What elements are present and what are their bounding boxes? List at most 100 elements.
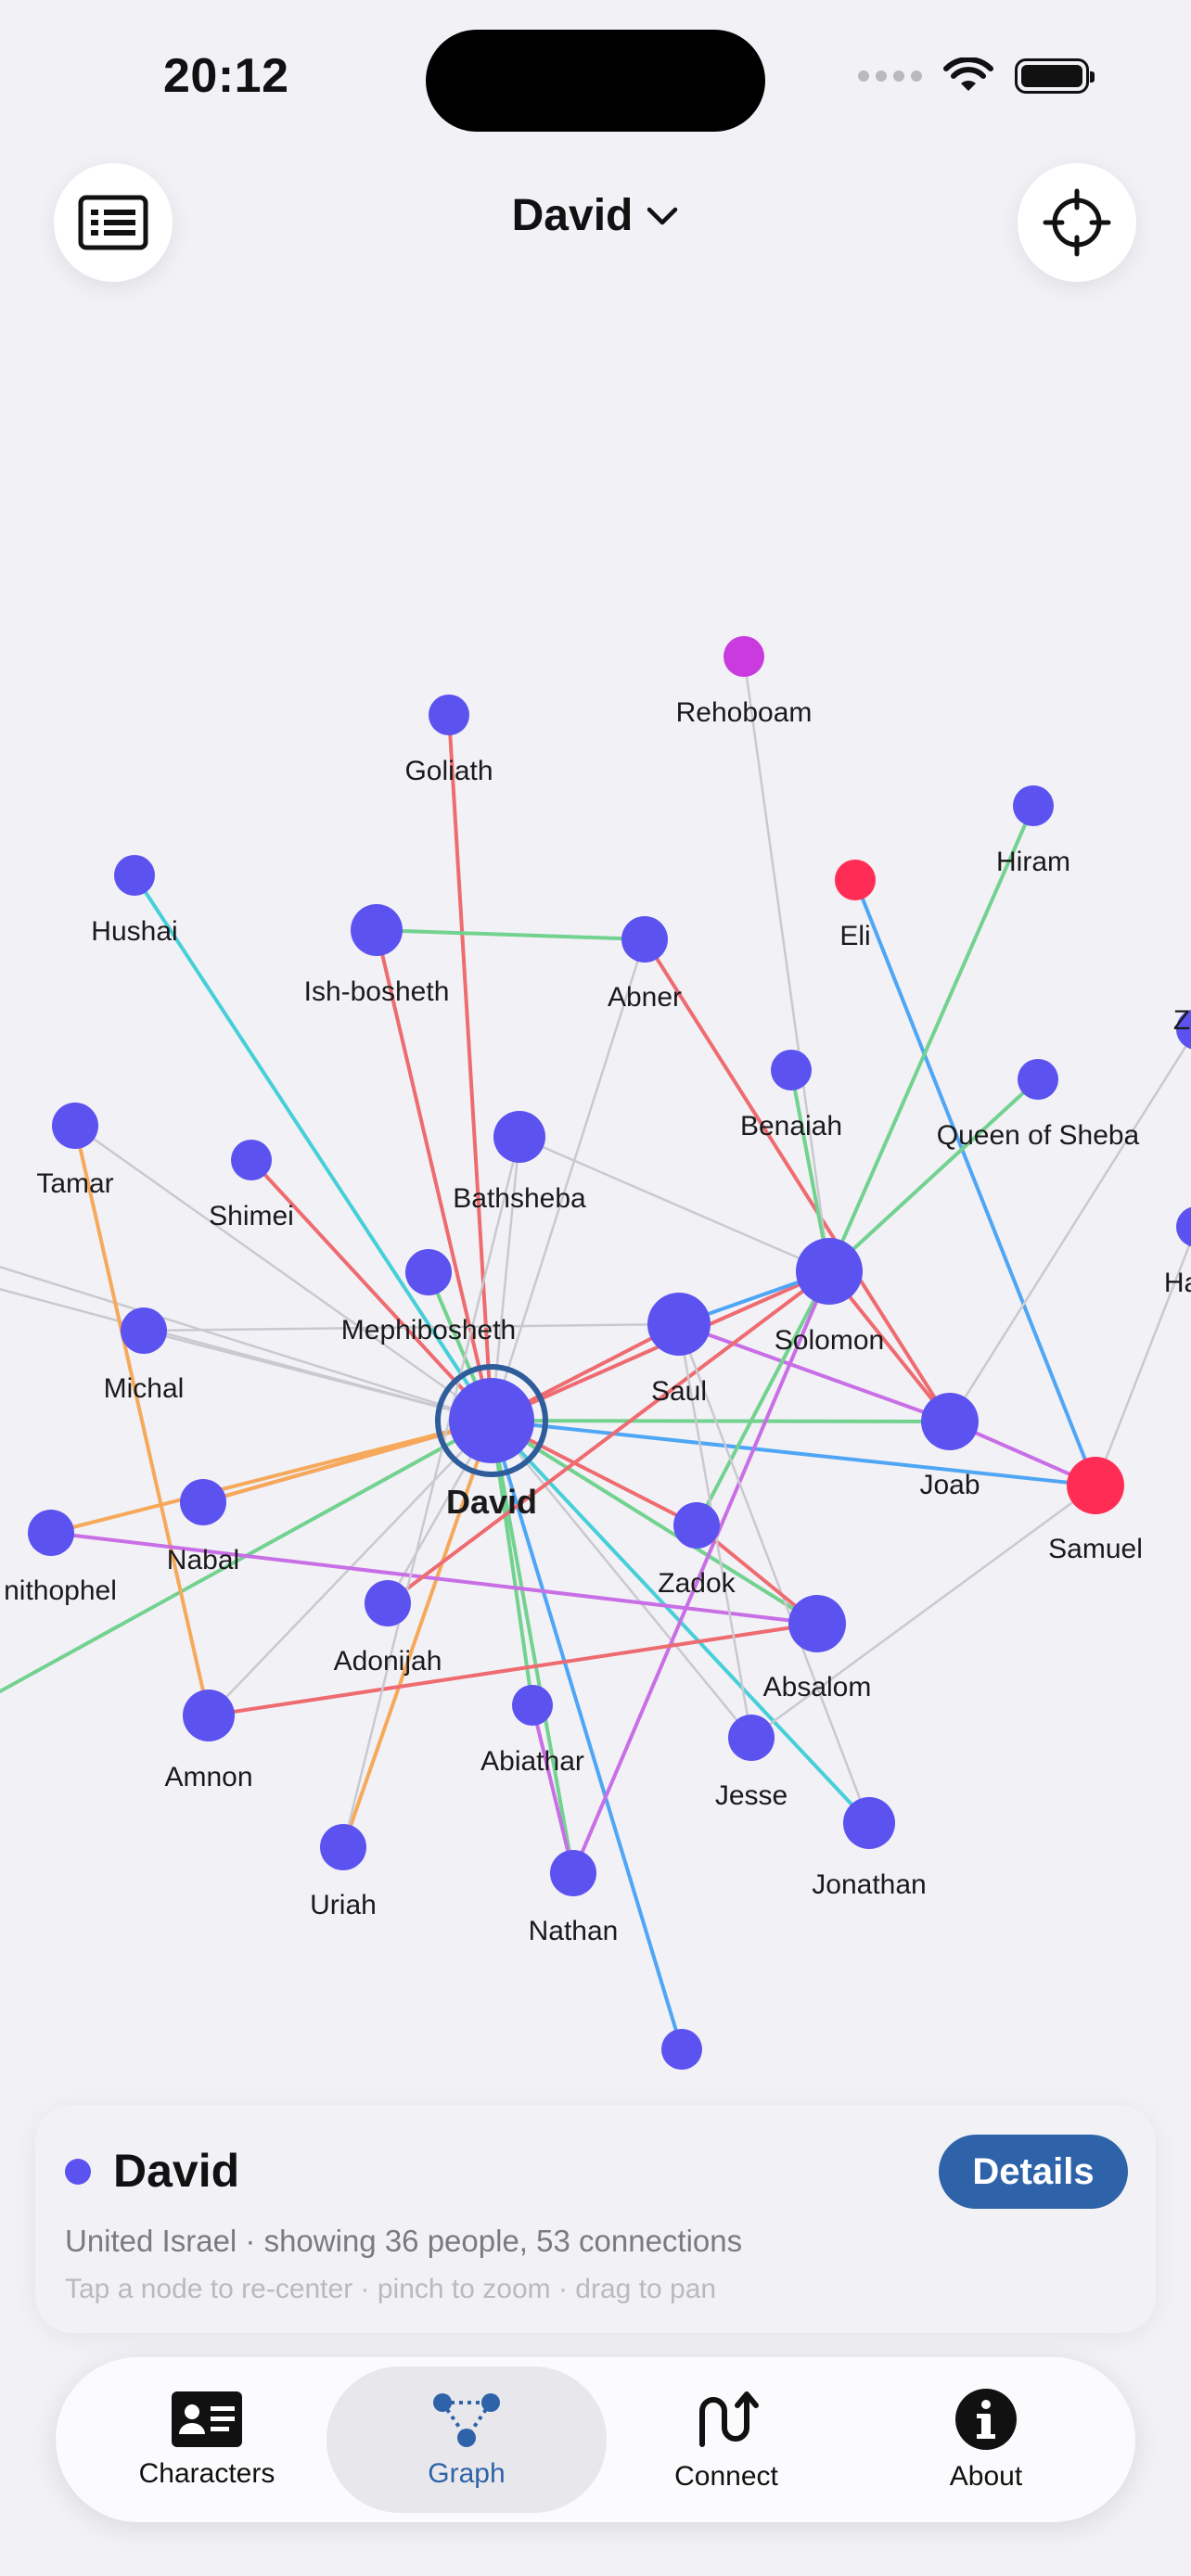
- graph-node[interactable]: Michal: [104, 1307, 185, 1404]
- graph-node[interactable]: Uriah: [310, 1824, 377, 1920]
- graph-edge: [0, 1265, 493, 1422]
- details-button[interactable]: Details: [939, 2135, 1128, 2209]
- graph-node-dot[interactable]: [512, 1685, 553, 1726]
- graph-node-dot[interactable]: [1067, 1457, 1124, 1514]
- graph-node[interactable]: Goliath: [404, 695, 493, 786]
- graph-node[interactable]: Shimei: [209, 1140, 294, 1231]
- graph-node-dot[interactable]: [351, 904, 403, 956]
- graph-node[interactable]: Nathan: [529, 1850, 619, 1946]
- graph-node[interactable]: Jesse: [715, 1715, 788, 1811]
- card-character-name: David: [113, 2145, 240, 2197]
- tab-connect[interactable]: Connect: [586, 2366, 866, 2513]
- graph-node-dot[interactable]: [493, 1111, 545, 1163]
- graph-node-dot[interactable]: [365, 1580, 411, 1626]
- graph-node[interactable]: Benaiah: [740, 1050, 842, 1141]
- graph-edges: [0, 656, 1191, 2050]
- graph-node[interactable]: Z: [1173, 1005, 1191, 1050]
- graph-node[interactable]: Samuel: [1048, 1457, 1143, 1564]
- graph-node[interactable]: Queen of Sheba: [937, 1059, 1140, 1151]
- graph-node[interactable]: Jonathan: [812, 1797, 927, 1900]
- graph-node-dot[interactable]: [621, 916, 668, 963]
- graph-node-dot[interactable]: [1176, 1009, 1191, 1050]
- list-view-button[interactable]: [54, 163, 173, 282]
- graph-node-dot[interactable]: [843, 1797, 895, 1849]
- graph-node[interactable]: Adonijah: [334, 1580, 442, 1677]
- graph-node-dot[interactable]: [788, 1595, 846, 1652]
- graph-node-dot[interactable]: [550, 1850, 596, 1896]
- graph-node-dot[interactable]: [180, 1479, 226, 1525]
- graph-node[interactable]: Tamar: [36, 1103, 114, 1199]
- graph-node-dot[interactable]: [771, 1050, 812, 1090]
- dynamic-island: [426, 30, 765, 132]
- graph-node-dot[interactable]: [1013, 785, 1054, 826]
- graph-node[interactable]: Ha: [1164, 1206, 1191, 1298]
- graph-node-dot[interactable]: [673, 1502, 720, 1549]
- recenter-button[interactable]: [1018, 163, 1136, 282]
- graph-node[interactable]: Rehoboam: [676, 636, 813, 728]
- graph-node-dot[interactable]: [835, 860, 876, 900]
- graph-node-dot[interactable]: [28, 1510, 74, 1556]
- graph-node[interactable]: Zadok: [658, 1502, 736, 1599]
- graph-edge: [490, 1420, 684, 2050]
- graph-node-dot[interactable]: [724, 636, 764, 677]
- graph-node[interactable]: nithophel: [4, 1510, 117, 1606]
- graph-node-dot[interactable]: [114, 855, 155, 896]
- graph-node[interactable]: Saul: [647, 1293, 711, 1407]
- graph-node[interactable]: Bathsheba: [453, 1111, 586, 1214]
- graph-node-dot[interactable]: [647, 1293, 711, 1356]
- graph-node-dot[interactable]: [1018, 1059, 1058, 1100]
- graph-node-dot[interactable]: [52, 1103, 98, 1149]
- card-subtitle: United Israel · showing 36 people, 53 co…: [65, 2224, 743, 2258]
- tab-characters[interactable]: Characters: [67, 2366, 347, 2513]
- graph-edge: [490, 1136, 521, 1422]
- graph-node[interactable]: Hiram: [996, 785, 1070, 877]
- graph-node[interactable]: Hushai: [91, 855, 178, 947]
- graph-node-dot[interactable]: [1176, 1206, 1191, 1247]
- graph-node-dot[interactable]: [231, 1140, 272, 1180]
- graph-edge: [827, 1078, 1040, 1273]
- chevron-down-icon: [647, 207, 678, 224]
- graph-node-dot[interactable]: [183, 1690, 235, 1741]
- graph-node-label: Mephibosheth: [341, 1315, 516, 1345]
- graph-node[interactable]: Abiathar: [480, 1685, 584, 1777]
- graph-edge: [531, 1704, 575, 1874]
- graph-node-label: Nabal: [167, 1545, 239, 1575]
- graph-edge: [73, 1125, 211, 1716]
- graph-node-dot[interactable]: [661, 2029, 702, 2070]
- graph-edge: [341, 1136, 521, 1848]
- graph-node-label: Zadok: [658, 1568, 736, 1599]
- graph-node-dot[interactable]: [796, 1238, 863, 1305]
- graph-node-dot[interactable]: [728, 1715, 775, 1761]
- tab-about[interactable]: About: [846, 2366, 1126, 2513]
- graph-node-dot[interactable]: [320, 1824, 366, 1870]
- graph-node-dot[interactable]: [449, 1378, 534, 1463]
- graph-node[interactable]: Amnon: [164, 1690, 253, 1792]
- tab-label: Characters: [138, 2458, 275, 2489]
- graph-node[interactable]: [661, 2029, 702, 2070]
- selected-character-card: David Details United Israel · showing 36…: [35, 2105, 1156, 2333]
- tab-graph[interactable]: Graph: [327, 2366, 607, 2513]
- graph-node[interactable]: Ish-bosheth: [304, 904, 450, 1007]
- graph-node-dot[interactable]: [405, 1249, 452, 1295]
- graph-edge: [341, 1420, 493, 1848]
- graph-node[interactable]: Nabal: [167, 1479, 239, 1575]
- graph-node[interactable]: David: [435, 1364, 548, 1521]
- battery-icon: [1015, 58, 1095, 94]
- graph-edge: [789, 1069, 831, 1272]
- graph-edge: [490, 1419, 819, 1626]
- graph-edge: [491, 1419, 1096, 1487]
- graph-node-dot[interactable]: [429, 695, 469, 735]
- graph-node-label: Abner: [608, 982, 682, 1013]
- graph-node[interactable]: Absalom: [763, 1595, 872, 1702]
- character-selector[interactable]: David: [0, 190, 1191, 241]
- graph-node[interactable]: Solomon: [775, 1238, 884, 1356]
- tab-label: Connect: [674, 2461, 778, 2492]
- graph-node-dot[interactable]: [121, 1307, 167, 1354]
- graph-node[interactable]: Mephibosheth: [341, 1249, 516, 1345]
- graph-node[interactable]: Joab: [919, 1393, 980, 1500]
- graph-node[interactable]: Eli: [835, 860, 876, 951]
- graph-node[interactable]: Abner: [608, 916, 682, 1013]
- graph-node-dot[interactable]: [921, 1393, 979, 1450]
